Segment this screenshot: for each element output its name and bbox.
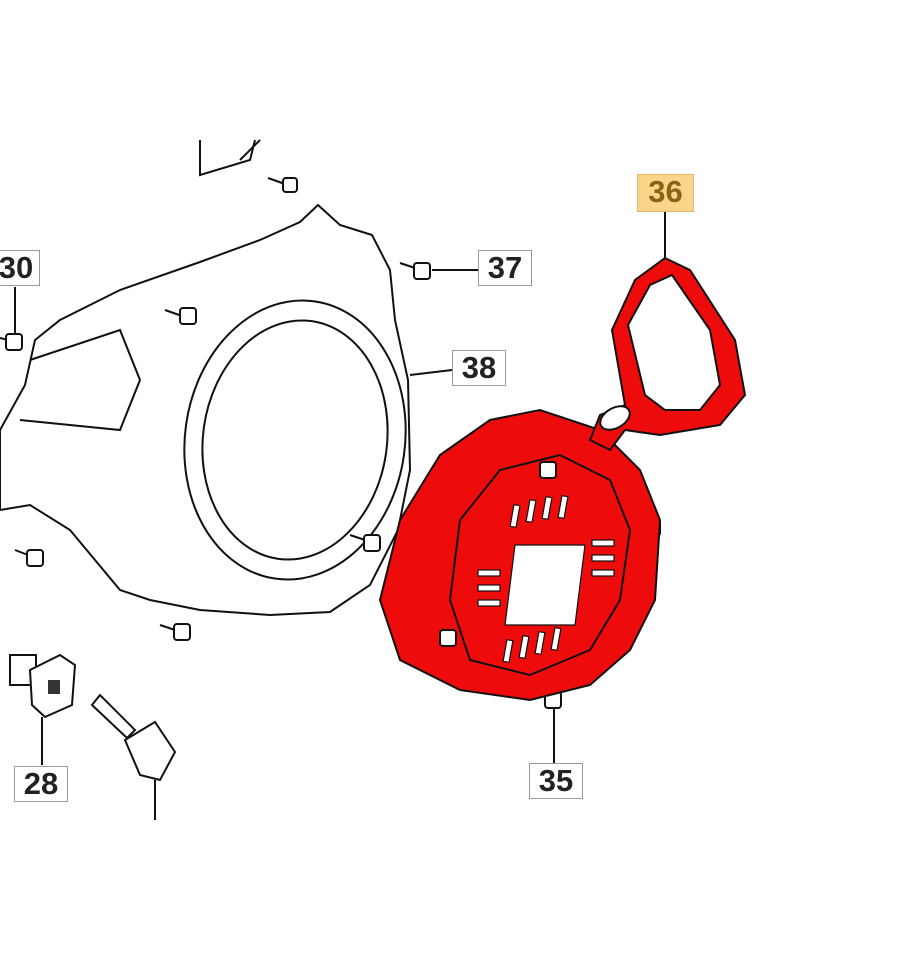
- starter-handle-part[interactable]: [588, 256, 747, 452]
- callout-37[interactable]: 37: [478, 250, 532, 286]
- vent-slots: [477, 494, 615, 664]
- callout-30[interactable]: 30: [0, 250, 40, 286]
- leader-lines: [14, 212, 666, 820]
- recoil-starter-part[interactable]: [378, 408, 662, 702]
- fan-housing-part[interactable]: [0, 139, 423, 617]
- key-part[interactable]: [90, 693, 177, 782]
- callout-35[interactable]: 35: [529, 763, 583, 799]
- ignition-switch-part[interactable]: [9, 653, 77, 719]
- callout-28[interactable]: 28: [14, 766, 68, 802]
- callout-38[interactable]: 38: [452, 350, 506, 386]
- callout-36-highlighted[interactable]: 36: [637, 174, 694, 212]
